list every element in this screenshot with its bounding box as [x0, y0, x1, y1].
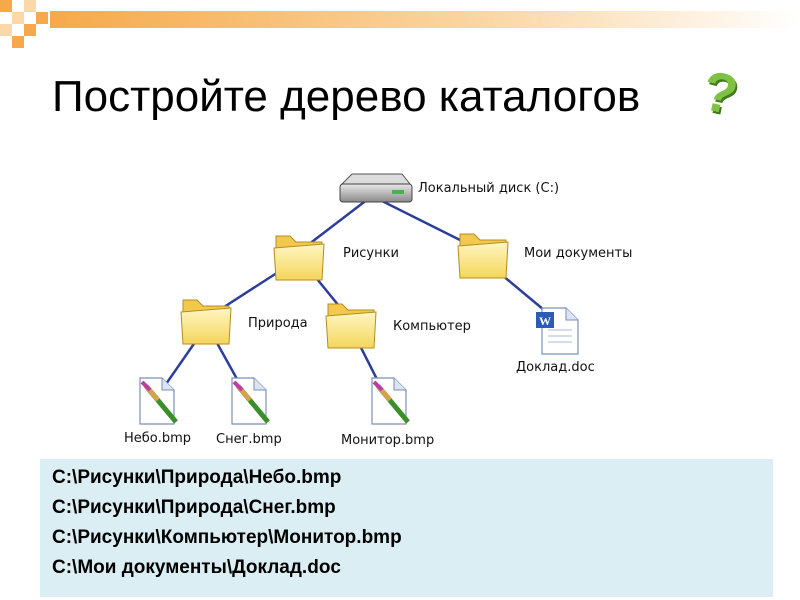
corner-square-2	[24, 0, 36, 12]
corner-square-7	[12, 36, 24, 48]
label-folder-nature: Природа	[248, 316, 308, 331]
corner-square-3	[12, 12, 24, 24]
tree-connectors	[155, 194, 557, 398]
path-line-3: C:\Рисунки\Компьютер\Монитор.bmp	[52, 527, 402, 548]
corner-square-1	[0, 0, 12, 12]
slide-title: Постройте дерево каталогов	[52, 72, 641, 121]
corner-square-6	[24, 24, 36, 36]
corner-square-5	[0, 24, 12, 36]
corner-square-4	[36, 12, 48, 24]
word-document-icon: W	[536, 307, 579, 355]
folder-icon-documents	[457, 233, 509, 279]
label-file-sky: Небо.bmp	[124, 431, 192, 446]
label-file-monitor: Монитор.bmp	[341, 433, 435, 448]
label-folder-computer: Компьютер	[393, 319, 471, 334]
hard-disk-icon	[339, 173, 413, 203]
label-folder-pictures: Рисунки	[343, 246, 399, 261]
label-disk: Локальный диск (C:)	[418, 181, 560, 196]
folder-icon-nature	[180, 299, 232, 345]
path-line-4: C:\Мои документы\Доклад.doc	[52, 557, 341, 578]
folder-icon-pictures	[273, 235, 325, 281]
bitmap-file-icon-snow	[231, 377, 270, 425]
svg-text:W: W	[539, 314, 551, 328]
label-file-snow: Снег.bmp	[216, 432, 282, 447]
folder-icon-computer	[325, 303, 377, 349]
label-file-doc: Доклад.doc	[516, 360, 595, 375]
paths-panel: C:\Рисунки\Природа\Небо.bmp C:\Рисунки\П…	[40, 459, 773, 597]
label-folder-documents: Мои документы	[524, 246, 633, 261]
bitmap-file-icon-monitor	[371, 377, 410, 425]
bitmap-file-icon-sky	[139, 377, 178, 425]
path-line-2: C:\Рисунки\Природа\Снег.bmp	[52, 497, 336, 518]
path-line-1: C:\Рисунки\Природа\Небо.bmp	[52, 467, 342, 488]
header-bar	[50, 11, 800, 28]
